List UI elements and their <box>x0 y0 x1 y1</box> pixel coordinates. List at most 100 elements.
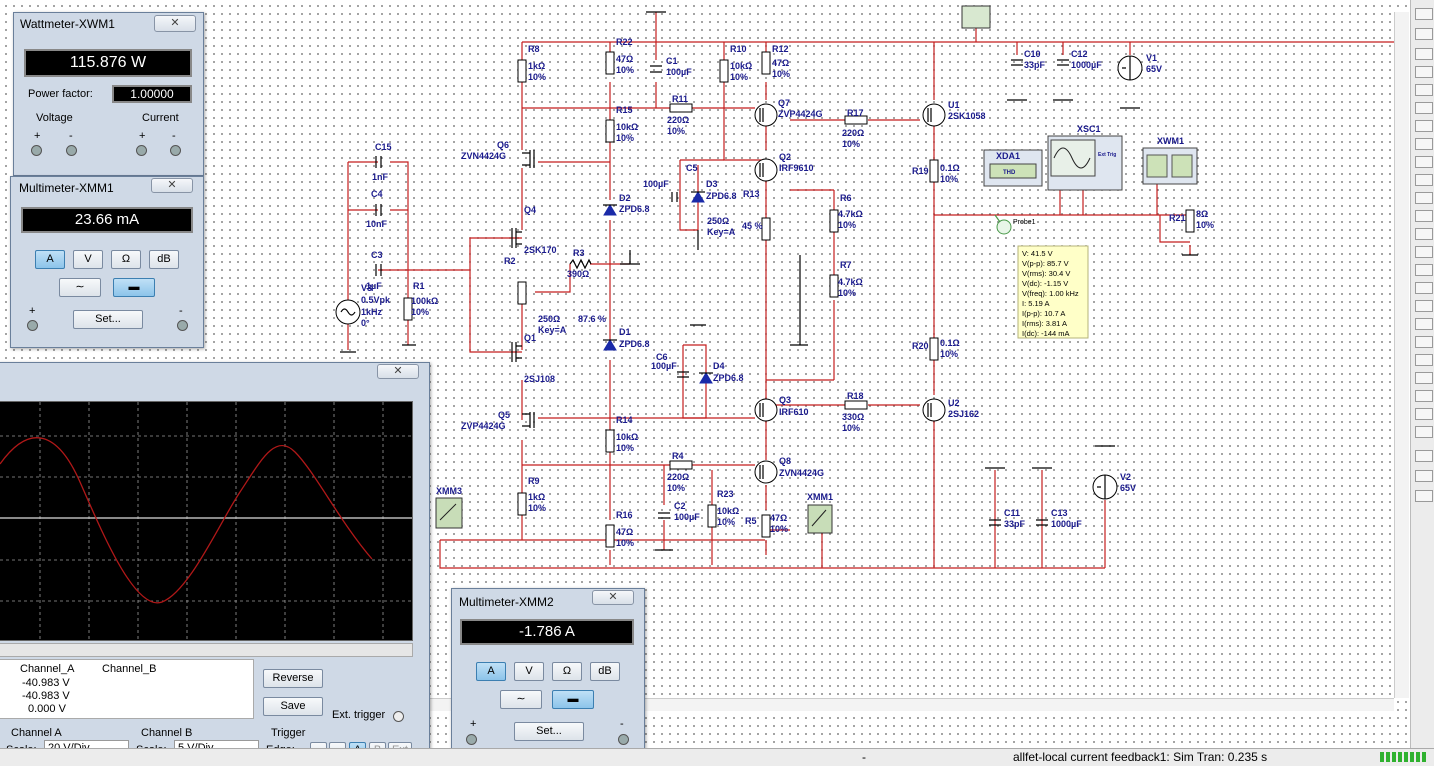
tol-r22: 10% <box>616 65 634 75</box>
tol-r23: 10% <box>717 517 735 527</box>
toolbar-tool-icon[interactable] <box>1415 120 1433 132</box>
multimeter-xmm2-window[interactable]: Multimeter-XMM2 ✕ -1.786 A A V Ω dB ∼ ▬ … <box>451 588 645 758</box>
label-d2: D2 <box>619 193 631 203</box>
value-r2: 250Ω <box>538 314 560 324</box>
set-button[interactable]: Set... <box>514 722 584 741</box>
toolbar-tool-icon[interactable] <box>1415 300 1433 312</box>
set-button[interactable]: Set... <box>73 310 143 329</box>
value-r10: 10kΩ <box>730 61 752 71</box>
voltmeter-mode-button[interactable]: V <box>73 250 103 269</box>
terminal-icon[interactable] <box>618 734 629 745</box>
close-button[interactable]: ✕ <box>377 364 419 379</box>
toolbar-tool-icon[interactable] <box>1415 210 1433 222</box>
toolbar-tool-icon[interactable] <box>1415 264 1433 276</box>
ammeter-mode-button[interactable]: A <box>476 662 506 681</box>
ac-mode-button[interactable]: ∼ <box>500 690 542 709</box>
value-r6: 4.7kΩ <box>838 209 863 219</box>
current-plus: + <box>139 130 146 142</box>
scope-screen[interactable] <box>0 401 413 641</box>
toolbar-tool-icon[interactable] <box>1415 450 1433 462</box>
decibel-mode-button[interactable]: dB <box>149 250 179 269</box>
dc-mode-button[interactable]: ▬ <box>552 690 594 709</box>
label-c2: C2 <box>674 501 686 511</box>
toolbar-tool-icon[interactable] <box>1415 408 1433 420</box>
toolbar-tool-icon[interactable] <box>1415 156 1433 168</box>
terminal-icon[interactable] <box>27 320 38 331</box>
close-button[interactable]: ✕ <box>592 590 634 605</box>
label-r3: R3 <box>573 248 585 258</box>
label-xda1: XDA1 <box>996 151 1020 161</box>
scope-scrollbar[interactable] <box>0 643 413 657</box>
part-q3: IRF610 <box>779 407 809 417</box>
toolbar-tool-icon[interactable] <box>1415 318 1433 330</box>
tol-r16: 10% <box>616 538 634 548</box>
label-u1: U1 <box>948 100 960 110</box>
ammeter-mode-button[interactable]: A <box>35 250 65 269</box>
label-r20: R20 <box>912 341 929 351</box>
toolbar-tool-icon[interactable] <box>1415 192 1433 204</box>
label-q2: Q2 <box>779 152 791 162</box>
toolbar-tool-icon[interactable] <box>1415 48 1433 60</box>
decibel-mode-button[interactable]: dB <box>590 662 620 681</box>
label-c13: C13 <box>1051 508 1068 518</box>
toolbar-tool-icon[interactable] <box>1415 354 1433 366</box>
terminal-icon[interactable] <box>136 145 147 156</box>
part-d1: ZPD6.8 <box>619 339 650 349</box>
probe-line-7: I(p-p): 10.7 A <box>1022 309 1065 318</box>
label-c3: C3 <box>371 250 383 260</box>
save-button[interactable]: Save <box>263 697 323 716</box>
voltmeter-mode-button[interactable]: V <box>514 662 544 681</box>
part-u1: 2SK1058 <box>948 111 986 121</box>
toolbar-tool-icon[interactable] <box>1415 336 1433 348</box>
reverse-button[interactable]: Reverse <box>263 669 323 688</box>
ohmmeter-mode-button[interactable]: Ω <box>552 662 582 681</box>
terminal-icon[interactable] <box>31 145 42 156</box>
label-r15: R15 <box>616 105 633 115</box>
toolbar-tool-icon[interactable] <box>1415 390 1433 402</box>
toolbar-tool-icon[interactable] <box>1415 228 1433 240</box>
label-r14: R14 <box>616 415 633 425</box>
terminal-icon[interactable] <box>170 145 181 156</box>
toolbar-tool-icon[interactable] <box>1415 66 1433 78</box>
toolbar-tool-icon[interactable] <box>1415 102 1433 114</box>
toolbar-tool-icon[interactable] <box>1415 8 1433 20</box>
ohmmeter-mode-button[interactable]: Ω <box>111 250 141 269</box>
status-bar: - allfet-local current feedback1: Sim Tr… <box>0 748 1434 766</box>
terminal-icon[interactable] <box>177 320 188 331</box>
toolbar-tool-icon[interactable] <box>1415 28 1433 40</box>
value-c2: 100µF <box>674 512 700 522</box>
label-c4: C4 <box>371 189 383 199</box>
toolbar-tool-icon[interactable] <box>1415 246 1433 258</box>
circuit-schematic[interactable]: R8 1kΩ 10% R22 47Ω 10% C1 100µF R10 10kΩ… <box>0 0 1410 748</box>
multimeter-xmm2-title: Multimeter-XMM2 <box>459 595 554 609</box>
toolbar-tool-icon[interactable] <box>1415 426 1433 438</box>
close-button[interactable]: ✕ <box>151 178 193 193</box>
toolbar-tool-icon[interactable] <box>1415 490 1433 502</box>
dc-mode-button[interactable]: ▬ <box>113 278 155 297</box>
key-r2: Key=A <box>538 325 567 335</box>
toolbar-tool-icon[interactable] <box>1415 174 1433 186</box>
multimeter-xmm1-window[interactable]: Multimeter-XMM1 ✕ 23.66 mA A V Ω dB ∼ ▬ … <box>10 176 204 348</box>
toolbar-tool-icon[interactable] <box>1415 470 1433 482</box>
ac-mode-button[interactable]: ∼ <box>59 278 101 297</box>
vertical-scrollbar[interactable] <box>1394 12 1409 698</box>
oscilloscope-window[interactable]: ✕ Channel_A Channel_B -40.983 V -40.983 … <box>0 362 430 750</box>
label-r16: R16 <box>616 510 633 520</box>
value-r12: 47Ω <box>772 58 789 68</box>
tol-r18: 10% <box>842 423 860 433</box>
label-u2: U2 <box>948 398 960 408</box>
toolbar-tool-icon[interactable] <box>1415 372 1433 384</box>
ext-trigger-terminal-icon[interactable] <box>393 711 404 722</box>
terminal-minus: - <box>620 718 624 730</box>
value-c12: 1000µF <box>1071 60 1102 70</box>
wattmeter-window[interactable]: Wattmeter-XWM1 ✕ 115.876 W Power factor:… <box>13 12 204 176</box>
terminal-icon[interactable] <box>466 734 477 745</box>
value-r18: 330Ω <box>842 412 864 422</box>
toolbar-tool-icon[interactable] <box>1415 84 1433 96</box>
horizontal-scrollbar[interactable] <box>420 698 1394 711</box>
close-button[interactable]: ✕ <box>154 15 196 32</box>
toolbar-tool-icon[interactable] <box>1415 282 1433 294</box>
tol-r6: 10% <box>838 220 856 230</box>
toolbar-tool-icon[interactable] <box>1415 138 1433 150</box>
terminal-icon[interactable] <box>66 145 77 156</box>
